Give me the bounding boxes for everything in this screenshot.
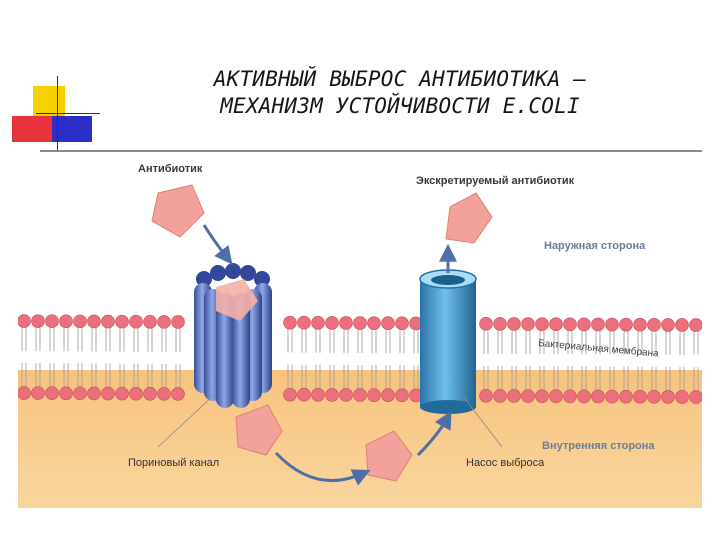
- label-porin-channel: Пориновый канал: [128, 457, 219, 469]
- label-antibiotic: Антибиотик: [138, 163, 203, 175]
- label-outer-side: Наружная сторона: [544, 240, 646, 252]
- deco-horizontal-line: [36, 113, 100, 114]
- porin-leader-line: [157, 394, 215, 448]
- label-inner-side: Внутренняя сторона: [542, 440, 655, 452]
- deco-yellow-square: [33, 86, 65, 116]
- page-title: АКТИВНЫЙ ВЫБРОС АНТИБИОТИКА – МЕХАНИЗМ У…: [120, 66, 680, 120]
- title-line-1: АКТИВНЫЙ ВЫБРОС АНТИБИОТИКА –: [213, 67, 587, 91]
- title-divider: [40, 150, 702, 152]
- title-line-2: МЕХАНИЗМ УСТОЙЧИВОСТИ E.COLI: [220, 94, 580, 118]
- antibiotic-molecule-outside: [151, 184, 205, 238]
- pump-leader-line: [461, 394, 503, 448]
- label-efflux-pump: Насос выброса: [466, 457, 545, 469]
- deco-blue-square: [52, 116, 92, 142]
- antibiotic-molecule-excreted: [445, 192, 493, 244]
- antibiotic-molecule-in-porin: [216, 279, 258, 321]
- label-excreted-antibiotic: Экскретируемый антибиотик: [416, 175, 575, 187]
- porin-channel: [194, 263, 272, 408]
- deco-red-square: [12, 116, 52, 142]
- efflux-pump: [419, 269, 477, 414]
- efflux-diagram: Антибиотик Экскретируемый антибиотик Нар…: [18, 155, 702, 508]
- lipid-bilayer: [18, 314, 702, 404]
- antibiotic-molecule-inside-left: [235, 404, 283, 456]
- arrow-to-pump: [274, 451, 371, 486]
- arrow-into-porin: [202, 224, 233, 265]
- arrow-into-pump: [416, 410, 452, 457]
